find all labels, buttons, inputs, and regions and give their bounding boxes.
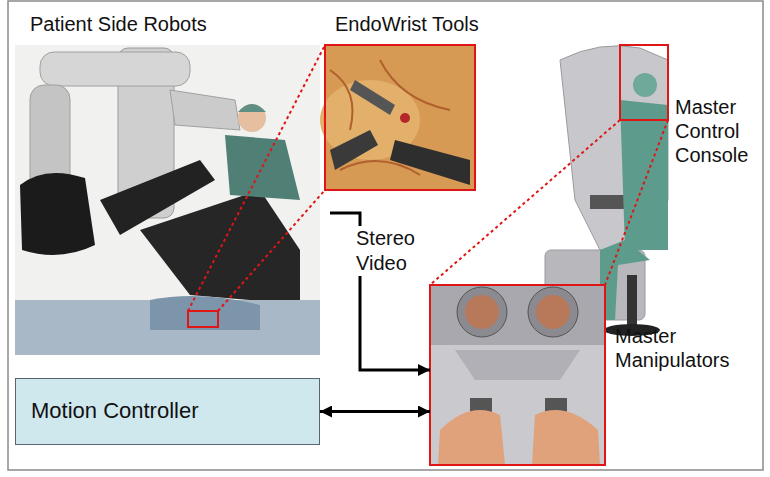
hand [438, 410, 505, 465]
process-box: Motion Controller [15, 378, 320, 445]
tool-shaft [330, 130, 378, 170]
surgeon-head [633, 73, 657, 97]
node-label: Master Control Console [675, 95, 761, 167]
stool-post [627, 275, 637, 325]
zoom-marker [188, 311, 218, 327]
inset-border [430, 285, 605, 465]
chin-rest [455, 350, 580, 380]
manipulator-photo [430, 285, 605, 465]
viewer-band [430, 285, 605, 345]
node-label: Master Manipulators [615, 324, 745, 372]
viewer-ground [430, 285, 605, 465]
tool-tip [350, 80, 395, 115]
edge-label-holder: Stereo Video [354, 226, 428, 276]
zoom-line [605, 120, 668, 285]
sterile-drape [20, 173, 95, 255]
tool-shaft [390, 140, 470, 185]
edge-label: Stereo Video [354, 226, 428, 276]
robot-top-arm [40, 52, 190, 86]
console-body [560, 46, 668, 250]
signal-arrow [320, 410, 430, 413]
eyepiece [457, 287, 507, 337]
zoom-marker [620, 45, 668, 120]
eyepiece-view [465, 295, 499, 329]
endowrist-photo [320, 45, 475, 190]
zoom-line [218, 190, 325, 311]
assistant-head [238, 104, 266, 132]
node-label: EndoWrist Tools [335, 12, 485, 36]
robot-right-arm [170, 90, 240, 130]
robot-photo-node: Patient Side Robots [15, 8, 330, 355]
patient-robot-photo [15, 45, 320, 355]
signal-arrow [330, 213, 430, 370]
node-label: Patient Side Robots [30, 12, 320, 36]
draped-arm [140, 190, 300, 300]
photo-ground [15, 45, 320, 355]
console-photo-node: Master Control Console [520, 28, 770, 345]
inset-border [325, 45, 475, 190]
eyepiece [528, 287, 578, 337]
manipulator-inset-node: Master Manipulators [430, 284, 762, 465]
hand [532, 410, 600, 465]
zoom-line [188, 45, 325, 311]
connectors [320, 213, 430, 412]
patient-drape [150, 296, 260, 330]
eyepiece-view [536, 295, 570, 329]
assistant-cap [238, 104, 266, 112]
zoom-line [430, 120, 620, 285]
surgeon-legs [600, 240, 650, 320]
figure-frame [8, 1, 763, 470]
assistant-body [225, 135, 300, 200]
node-label: Motion Controller [31, 398, 199, 424]
endowrist-inset-node: EndoWrist Tools [325, 8, 495, 190]
tissue-spot [400, 113, 410, 123]
zoom-lines [188, 45, 668, 311]
